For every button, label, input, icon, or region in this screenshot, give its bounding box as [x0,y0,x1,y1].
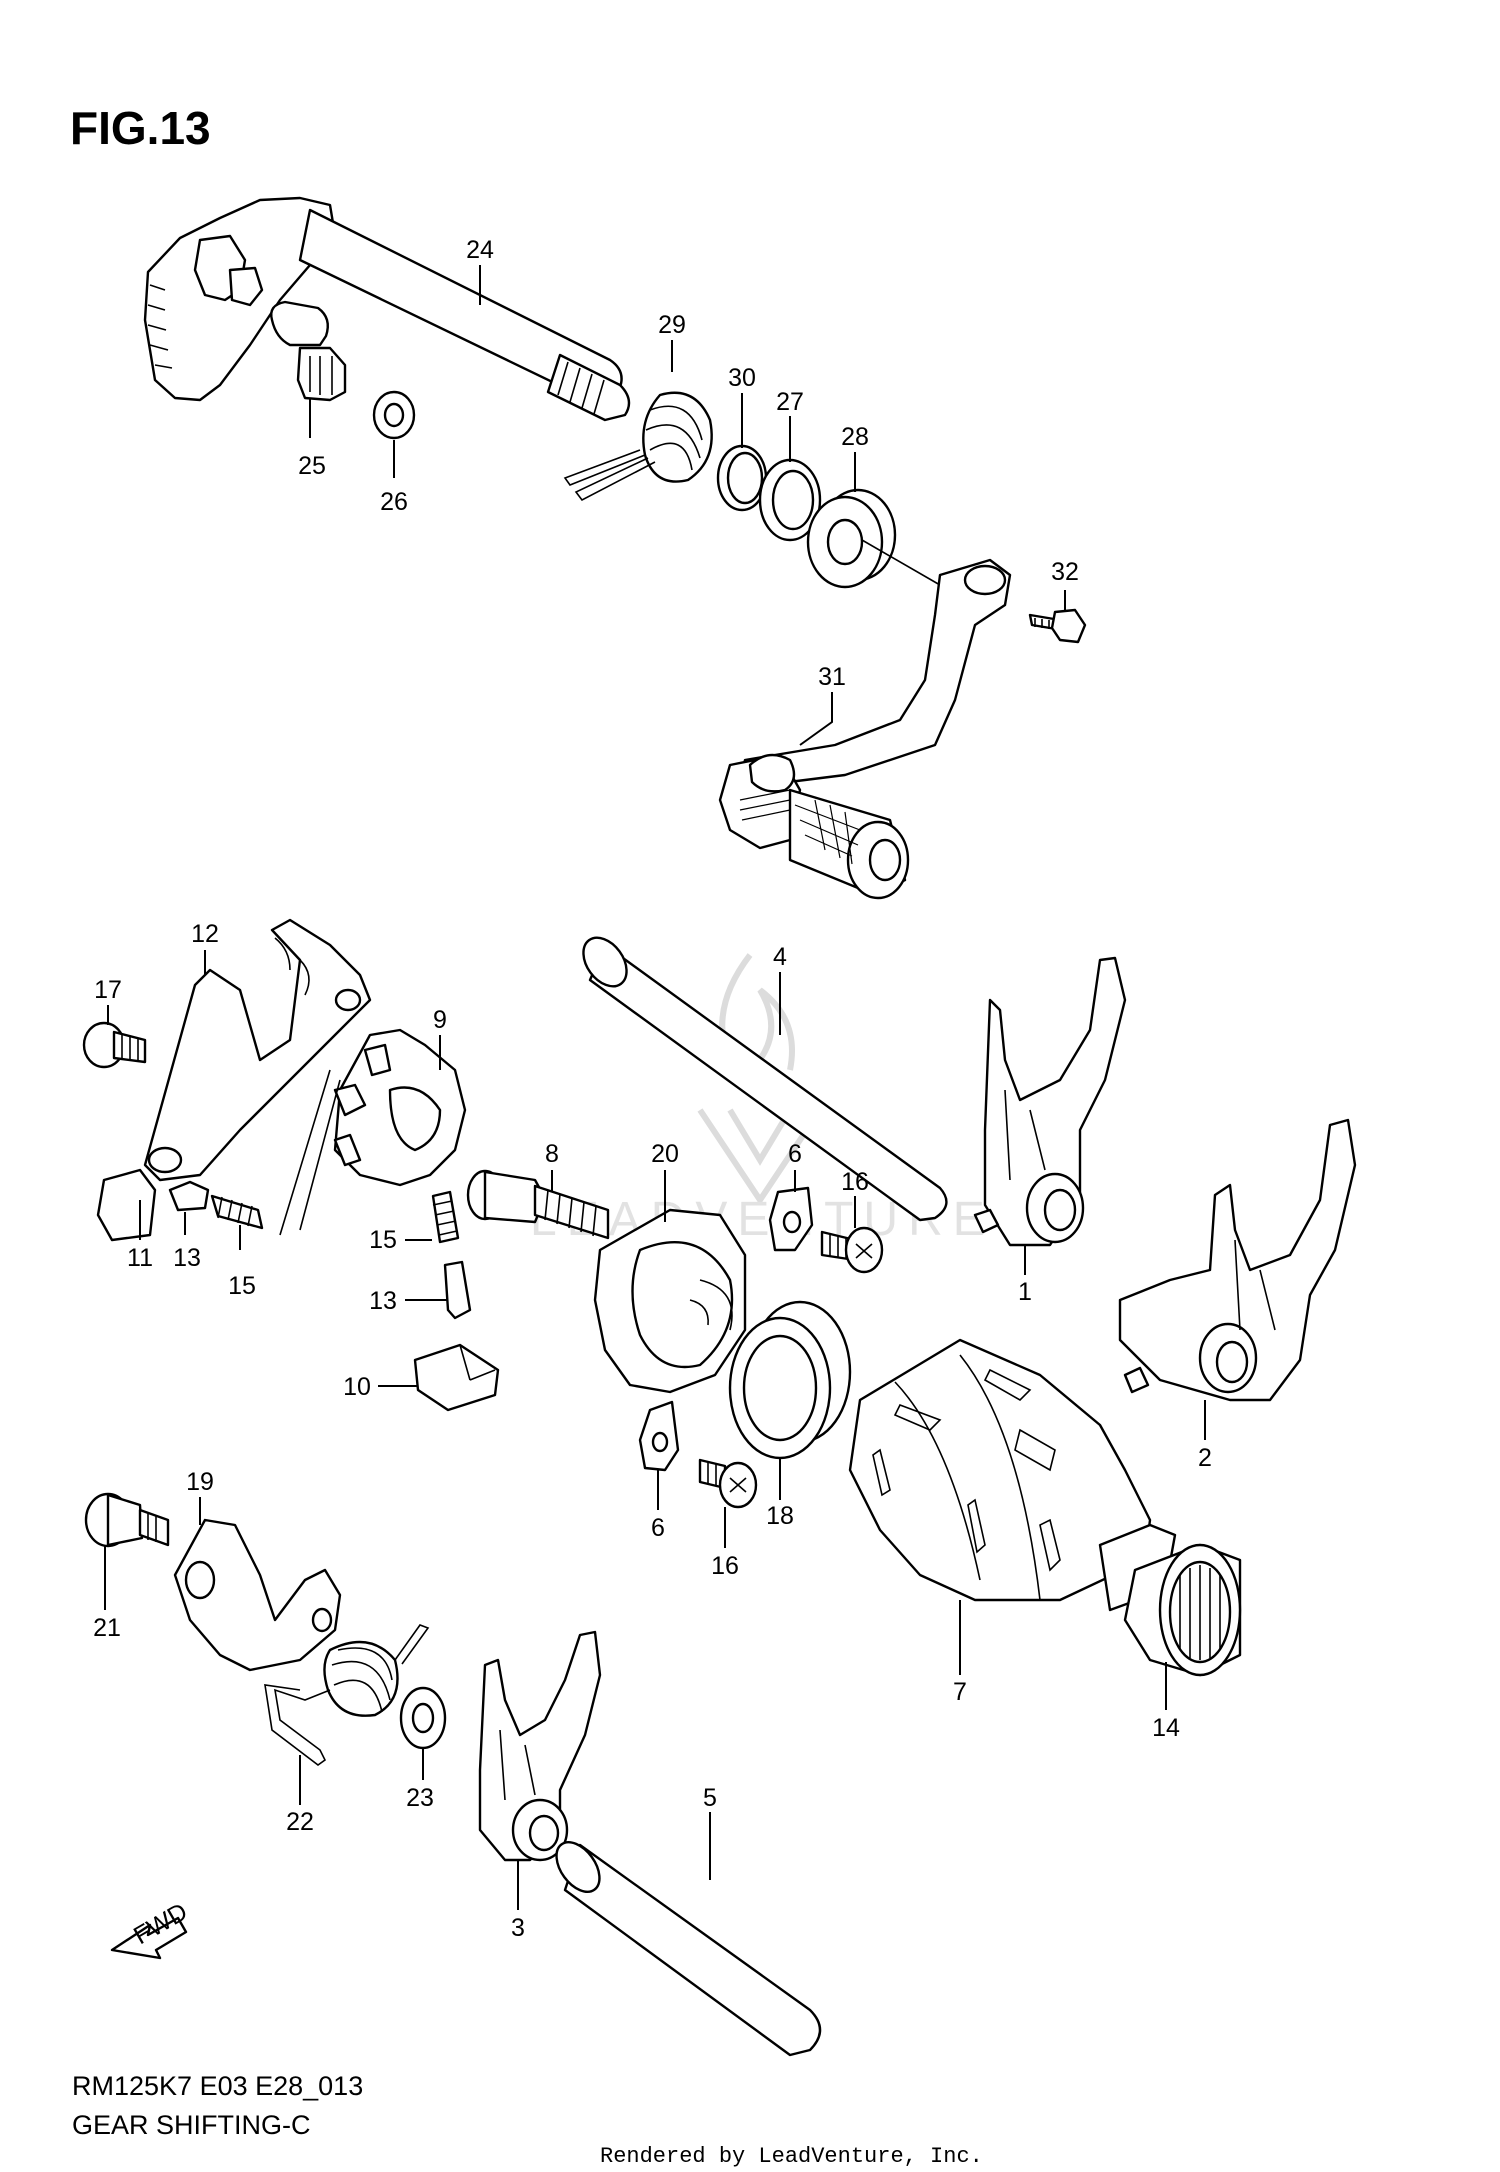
part-bolt-32 [1028,608,1087,644]
part-stopper-11 [96,1168,157,1242]
callout-24: 24 [466,236,494,264]
part-shift-fork-shaft-4 [582,936,948,1222]
leader-lines [104,265,1206,1910]
callout-16-upper: 16 [841,1168,869,1196]
part-shift-fork-shaft-5 [555,1841,822,2057]
part-shift-fork-3 [478,1630,602,1862]
callout-5: 5 [703,1784,717,1812]
part-spring-29 [563,391,713,502]
part-shift-fork-2 [1118,1118,1357,1402]
callout-4: 4 [773,943,787,971]
part-shift-fork-1 [973,956,1127,1247]
part-pin-10 [413,1343,500,1412]
part-washer-26 [372,390,416,440]
callout-22: 22 [286,1808,314,1836]
callout-16-lower: 16 [711,1552,739,1580]
part-screw-16a [820,1226,884,1274]
part-bolt-8 [466,1169,610,1240]
part-bolt-25 [270,300,347,402]
callout-27: 27 [776,388,804,416]
callout-13-lower: 13 [369,1287,397,1315]
part-spring-15b [431,1190,460,1244]
part-screw-16b [698,1458,758,1509]
part-plate-6a [768,1186,814,1252]
callout-3: 3 [511,1914,525,1942]
part-bearing-18 [728,1300,852,1460]
part-screw-17 [82,1021,147,1069]
part-gearshift-shaft [143,196,631,422]
callout-2: 2 [1198,1444,1212,1472]
section-title: GEAR SHIFTING-C [72,2110,311,2140]
callout-19: 19 [186,1468,214,1496]
part-plate-6b [638,1400,680,1472]
callout-31: 31 [818,663,846,691]
callout-15-middle: 15 [369,1226,397,1254]
model-code: RM125K7 E03 E28_013 [72,2071,363,2101]
callout-26: 26 [380,488,408,516]
part-pin-13b [443,1260,472,1320]
callout-13-upper: 13 [173,1244,201,1272]
callout-23: 23 [406,1784,434,1812]
part-cam-stopper-plate-20 [593,1208,747,1394]
callout-20: 20 [651,1140,679,1168]
callout-30: 30 [728,364,756,392]
callout-labels: 24 29 30 27 28 25 26 32 31 12 17 9 4 8 2… [93,236,1212,1942]
callout-25: 25 [298,452,326,480]
callout-7: 7 [953,1678,967,1706]
callout-9: 9 [433,1006,447,1034]
callout-17: 17 [94,976,122,1004]
callout-1: 1 [1018,1278,1032,1306]
part-cam-stopper-19 [173,1518,342,1672]
rendered-by: Rendered by LeadVenture, Inc. [600,2144,983,2169]
part-gearshift-lever [718,558,1012,900]
part-bearing-14 [1123,1543,1242,1677]
part-gearshift-arm-12 [143,918,372,1182]
part-oil-seal-28 [806,488,941,589]
callout-11: 11 [127,1244,153,1272]
part-pin-13a [168,1180,210,1212]
part-circlip-30 [716,444,768,512]
part-spring-15a [210,1194,264,1230]
callout-15-left: 15 [228,1272,256,1300]
figure-title: FIG.13 [70,102,211,154]
callout-8: 8 [545,1140,559,1168]
callout-14: 14 [1152,1714,1180,1742]
part-cam-driven-gear-9 [279,1028,467,1236]
callout-32: 32 [1051,558,1079,586]
part-bolt-21 [84,1492,170,1548]
fwd-arrow-icon: FWD [110,1897,192,1960]
part-washer-27 [758,458,822,542]
callout-21: 21 [93,1614,121,1642]
part-washer-23 [399,1686,447,1750]
callout-29: 29 [658,311,686,339]
part-spring-22 [264,1624,430,1766]
callout-18: 18 [766,1502,794,1530]
callout-6-lower: 6 [651,1514,665,1542]
callout-6-upper: 6 [788,1140,802,1168]
callout-28: 28 [841,423,869,451]
callout-12: 12 [191,920,219,948]
callout-10: 10 [343,1373,371,1401]
